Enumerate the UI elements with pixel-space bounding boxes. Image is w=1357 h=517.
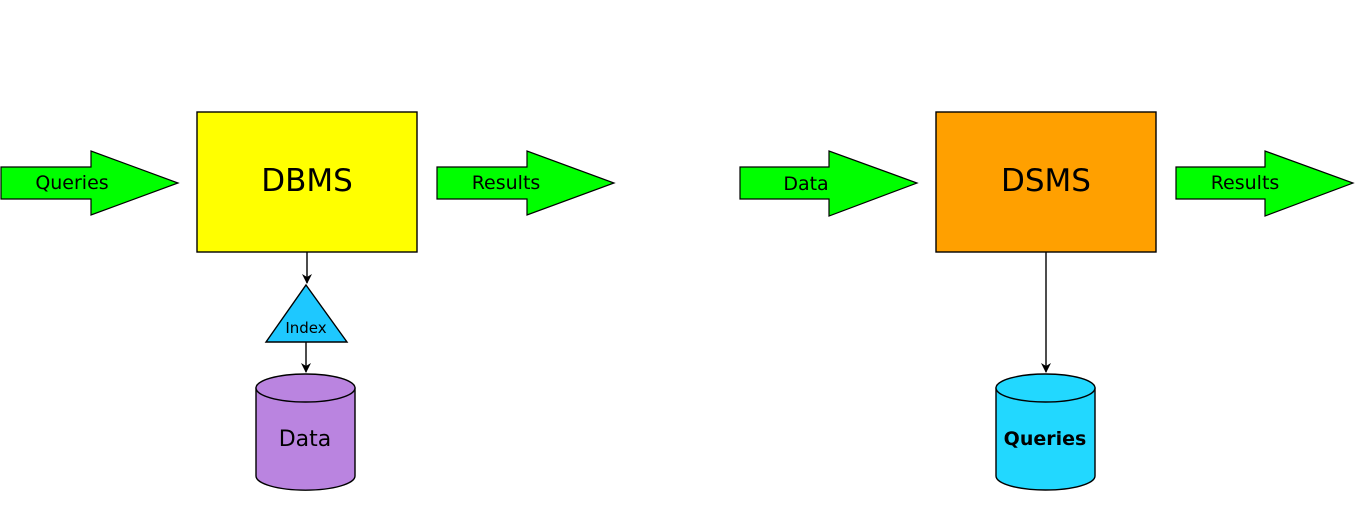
dsms-results-label: Results <box>1211 172 1280 194</box>
data-storage-label: Data <box>279 427 332 452</box>
queries-storage-cylinder: Queries <box>995 373 1096 491</box>
dbms-box: DBMS <box>196 111 418 253</box>
dbms-label: DBMS <box>261 163 353 199</box>
dsms-results-arrow: Results <box>1175 150 1355 217</box>
dsms-box: DSMS <box>935 111 1157 253</box>
queries-input-label: Queries <box>35 172 108 194</box>
data-input-label: Data <box>783 173 828 195</box>
index-triangle: Index <box>264 283 349 343</box>
index-label: Index <box>285 319 326 337</box>
dsms-label: DSMS <box>1001 163 1091 199</box>
data-storage-cylinder: Data <box>255 373 356 491</box>
dbms-results-arrow: Results <box>436 150 616 216</box>
dbms-section: Queries DBMS Results Index Data <box>0 111 616 491</box>
queries-input-arrow: Queries <box>0 150 180 216</box>
dbms-results-label: Results <box>472 172 541 194</box>
dsms-section: Data DSMS Results Queries <box>739 111 1355 491</box>
data-input-arrow: Data <box>739 150 919 217</box>
queries-storage-label: Queries <box>1004 428 1087 450</box>
